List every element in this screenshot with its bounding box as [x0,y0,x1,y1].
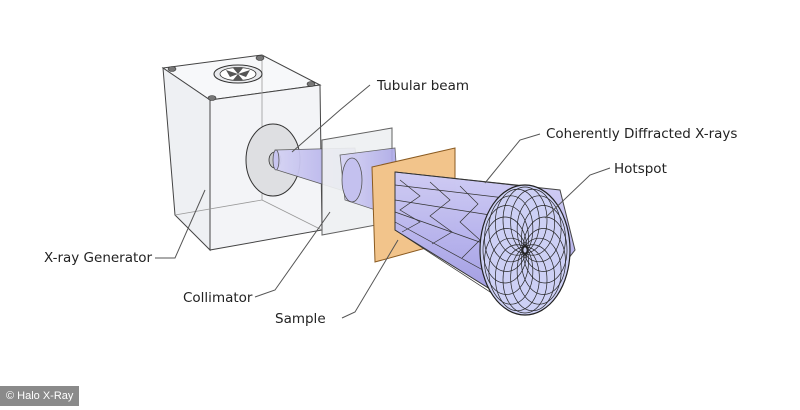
label-tubular-beam: Tubular beam [377,78,470,94]
screw-icon [207,95,217,101]
screw-icon [255,55,265,61]
xray-generator [161,54,323,252]
hotspot-ring [488,237,534,305]
hotspot-ring [521,205,566,272]
hotspot-ring [521,228,566,295]
label-sample: Sample [275,311,326,327]
label-collimator: Collimator [183,290,253,306]
hotspot-ring [516,195,562,263]
label-hotspot: Hotspot [614,161,667,177]
screw-icon [306,81,316,87]
leader-lines [155,84,611,319]
leader-hotspot [544,167,611,219]
screw-icon [167,66,177,72]
leader-generator [155,189,206,259]
hotspot-ring [495,244,540,312]
hotspot-ring [488,195,534,263]
label-xray-generator: X-ray Generator [44,250,153,266]
leader-sample [341,239,399,319]
hotspot-pattern [479,184,571,316]
hotspot-ring [510,188,555,256]
generator-left-face [162,66,211,252]
hotspot-ring [484,205,529,272]
image-credit: © Halo X-Ray [0,386,80,406]
leader-collimator [254,211,331,298]
leader-coherent [484,133,541,184]
label-coherently-diffracted-xrays: Coherently Diffracted X-rays [546,126,738,142]
hotspot-ring [516,237,562,305]
fan-icon [213,64,263,84]
leader-tubular-beam [291,84,371,153]
